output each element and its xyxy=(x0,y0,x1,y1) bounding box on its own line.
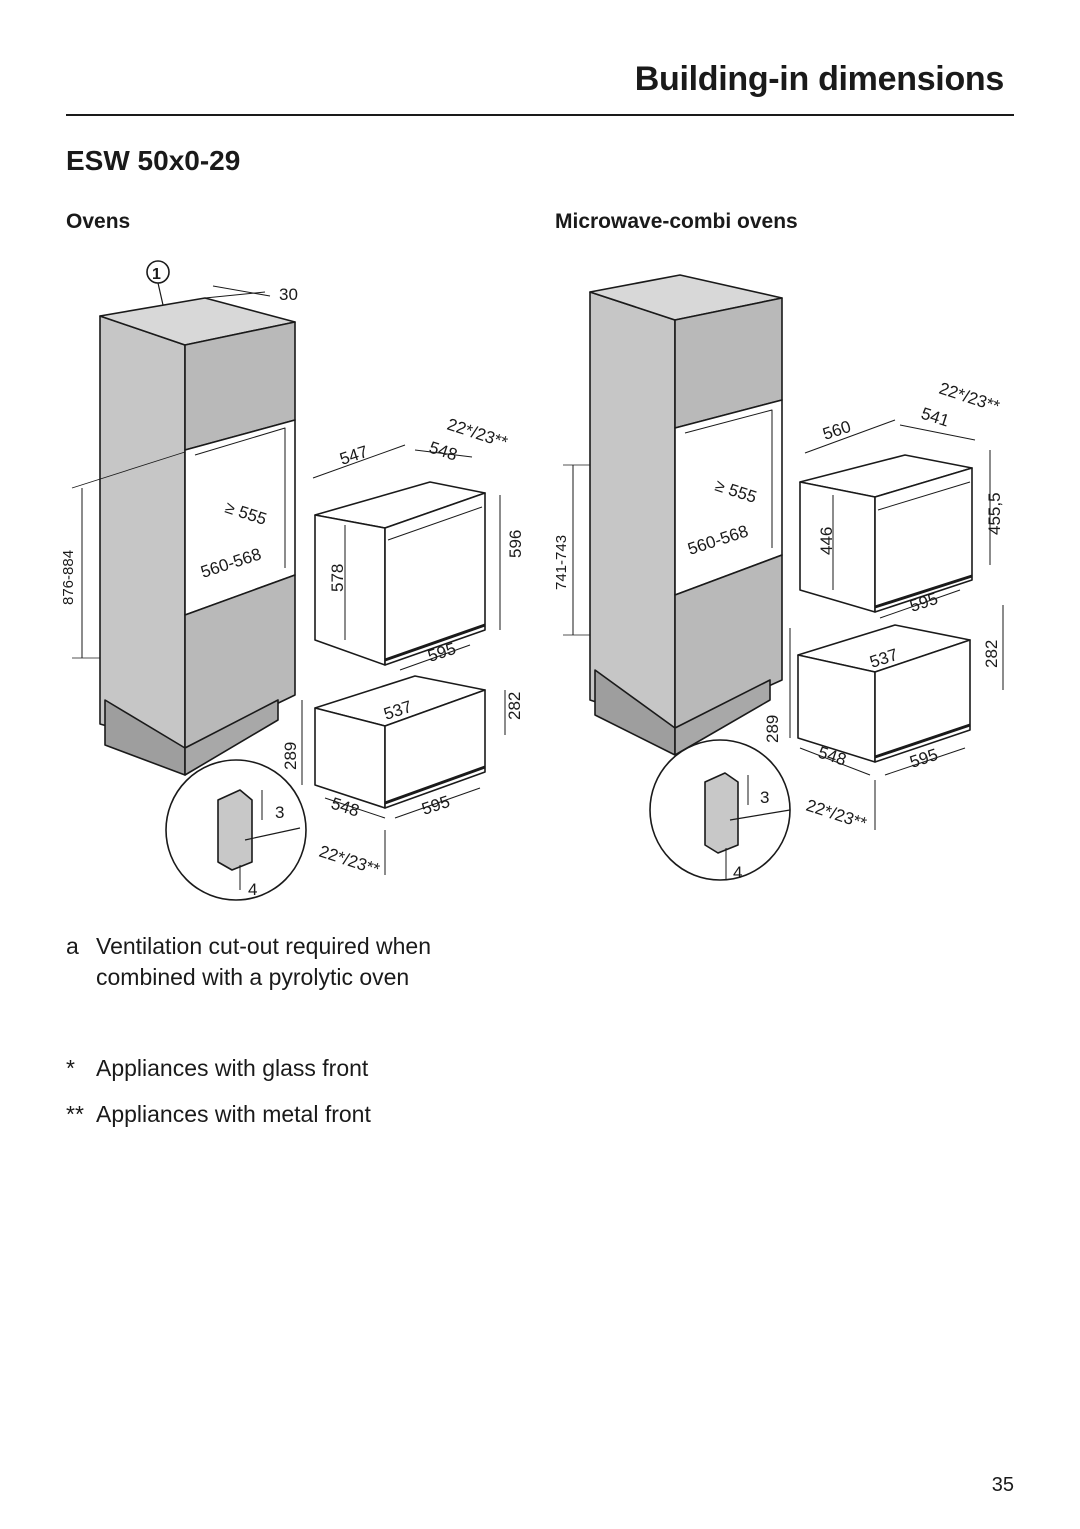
callout-label: 1 xyxy=(152,266,161,283)
mw-dim-3: 3 xyxy=(760,788,769,807)
ovens-cabinet-side xyxy=(99,315,186,749)
dim-876-884: 876-884 xyxy=(60,550,77,605)
dim-4: 4 xyxy=(248,880,257,899)
mw-lower-panel xyxy=(674,554,783,729)
mw-cabinet-side xyxy=(589,291,676,729)
page-title: Building-in dimensions xyxy=(634,60,1005,98)
note-metal-front: ** Appliances with metal front xyxy=(66,1099,526,1133)
mw-dim-741-743: 741-743 xyxy=(553,535,570,590)
note-s1-marker: * xyxy=(66,1055,75,1081)
dim-596: 596 xyxy=(506,530,525,558)
ovens-drawer-side xyxy=(314,707,386,809)
note-a-text: Ventilation cut-out required when combin… xyxy=(96,933,431,990)
page-header: Building-in dimensions xyxy=(66,60,1014,116)
mw-dim-289: 289 xyxy=(763,715,782,743)
dim-548: 548 xyxy=(427,438,460,465)
mw-dim-446: 446 xyxy=(817,527,836,555)
mw-dim-560: 560 xyxy=(820,417,853,444)
dim-30: 30 xyxy=(279,285,298,304)
mw-appliance-side xyxy=(799,481,876,613)
callout-marker xyxy=(146,260,170,284)
building-in-diagram: 1 30 ≥ 555 560-568 876-884 547 548 22*/2… xyxy=(60,260,1004,901)
dim-578: 578 xyxy=(328,564,347,592)
note-ventilation: a Ventilation cut-out required when comb… xyxy=(66,931,526,1001)
oven-appliance-side xyxy=(314,514,386,666)
oven-appliance-front xyxy=(384,492,486,666)
section-title-microwave: Microwave-combi ovens xyxy=(555,210,798,233)
note-glass-front: * Appliances with glass front xyxy=(66,1053,526,1087)
note-s1-text: Appliances with glass front xyxy=(96,1055,369,1081)
mw-dim-541: 541 xyxy=(919,404,952,431)
dim-595b: 595 xyxy=(419,792,452,819)
mw-drawer-side xyxy=(797,654,876,763)
page-number: 35 xyxy=(991,1474,1014,1496)
dim-289: 289 xyxy=(281,742,300,770)
dim-22-23b: 22*/23** xyxy=(317,842,383,879)
dim-3: 3 xyxy=(275,803,284,822)
note-s2-marker: ** xyxy=(66,1101,84,1127)
section-title-ovens: Ovens xyxy=(66,210,131,233)
mw-dim-4: 4 xyxy=(733,863,742,882)
mw-dim-22-23b: 22*/23** xyxy=(804,796,870,833)
mw-dim-455: 455,5 xyxy=(985,492,1004,535)
note-a-marker: a xyxy=(66,933,79,959)
mw-dim-282: 282 xyxy=(982,640,1001,668)
microwave-diagram xyxy=(563,274,1004,881)
note-s2-text: Appliances with metal front xyxy=(96,1101,371,1127)
ovens-diagram xyxy=(71,260,506,901)
model-title: ESW 50x0-29 xyxy=(66,145,241,176)
dim-547: 547 xyxy=(337,442,370,469)
ovens-drawer-front xyxy=(384,689,486,809)
dim-282: 282 xyxy=(505,692,524,720)
